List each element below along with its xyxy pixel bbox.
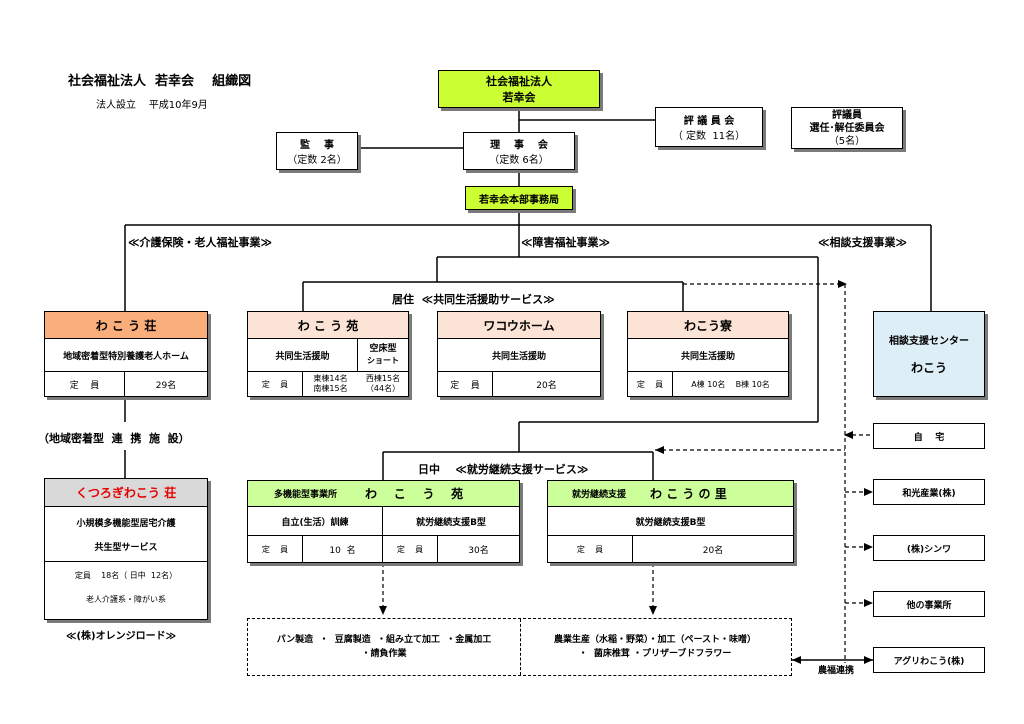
wakoen-card: わ こ う 苑 共同生活援助 空床型 ショート 定 員 東棟14名 南棟15名 … <box>247 311 409 397</box>
consult-center-box: 相談支援センター わこう <box>873 311 985 397</box>
other-office-box: 他の事業所 <box>873 591 985 617</box>
aguri-wako-box: アグリわこう(株) <box>873 647 985 673</box>
cap-east: 東棟14名 <box>313 374 348 383</box>
wako-sangyo-box: 和光産業(株) <box>873 479 985 505</box>
selection-committee-box: 評議員 選任･解任委員会 （5名） <box>791 107 903 149</box>
tanoken-cap-a: 10 名 <box>303 536 383 562</box>
committee-line3: （5名） <box>828 135 866 147</box>
section-consult-label: ≪相談支援事業≫ <box>818 236 908 249</box>
wakoso-cap-value: 29名 <box>155 380 177 391</box>
sato-svc: 就労継続支援B型 <box>548 507 793 536</box>
kutsurogi-target: 老人介護系・障がい系 <box>86 594 166 604</box>
wakoryo-title: わこう寮 <box>628 312 788 339</box>
cap-south: 南棟15名 <box>313 384 348 393</box>
consult-center-line2: わこう <box>910 361 947 375</box>
kutsurogi-card: くつろぎわこう 荘 小規模多機能型居宅介護 共生型サービス 定員 18名（ 日中… <box>44 478 208 620</box>
tanoken-cap-b: 30名 <box>468 545 489 556</box>
board-title: 理 事 会 <box>490 140 548 151</box>
kutsurogi-operator: ≪(株)オレンジロード≫ <box>66 631 177 642</box>
tanoken-svc-b: 就労継続支援B型 <box>383 507 519 536</box>
section-partner-label: （地域密着型 連 携 施 設） <box>38 432 190 445</box>
sato-kind: 就労継続支援 <box>572 490 627 500</box>
kutsurogi-title: くつろぎわこう 荘 <box>45 479 207 507</box>
short-line1: 空床型 <box>369 344 397 354</box>
wakoryo-cap-label: 定 員 <box>628 372 673 396</box>
tanoken-svc-a: 自立(生活）訓練 <box>248 507 383 536</box>
wakohome-service: 共同生活援助 <box>438 339 600 372</box>
sato-name: わ こ う の 里 <box>650 487 727 501</box>
corporation-line2: 若幸会 <box>502 91 536 104</box>
tanoken-name: わ こ う 苑 <box>365 487 464 501</box>
kutsurogi-line2: 共生型サービス <box>94 542 158 553</box>
sato-cap-label: 定 員 <box>548 536 633 562</box>
wakohome-cap-value: 20名 <box>536 380 557 391</box>
home-box: 自 宅 <box>873 423 985 449</box>
council-quota: （ 定数 11名） <box>672 131 746 142</box>
board-quota: （定数 6名） <box>489 155 549 166</box>
kutsurogi-cap: 定員 18名（ 日中 12名） <box>74 570 178 580</box>
wakoen-title: わ こ う 苑 <box>248 312 408 339</box>
work-left-line2: ・請負作業 <box>361 649 407 659</box>
kutsurogi-line1: 小規模多機能型居宅介護 <box>76 518 176 529</box>
tanoken-header: 多機能型事業所 わ こ う 苑 <box>248 481 519 507</box>
wakoen-service: 共同生活援助 <box>248 339 358 372</box>
corporation-box: 社会福祉法人 若幸会 <box>438 70 600 108</box>
wakoen-short-stay: 空床型 ショート <box>358 339 408 372</box>
auditor-title: 監 事 <box>300 140 334 151</box>
wakohome-card: ワコウホーム 共同生活援助 定 員 20名 <box>437 311 601 397</box>
section-residence-label: 居住 ≪共同生活援助サービス≫ <box>392 293 555 306</box>
wakoso-cap-label: 定 員 <box>45 372 125 396</box>
wakoen-cap-label: 定 員 <box>248 372 303 396</box>
wakoso-type: 地域密着型特別養護老人ホーム <box>45 339 207 372</box>
wakoryo-cap-value: A棟 10名 B棟 10名 <box>691 379 770 389</box>
agri-welfare-label: 農福連携 <box>818 663 855 676</box>
established-date: 法人設立 平成10年9月 <box>96 100 208 111</box>
section-disability-label: ≪障害福祉事業≫ <box>521 236 611 249</box>
wakoso-title: わ こ う 荘 <box>45 312 207 339</box>
committee-line1: 評議員 <box>832 109 862 121</box>
cap-total: （44名） <box>365 384 401 393</box>
work-left: パン製造 ・ 豆腐製造 ・組み立て加工 ・金属加工 ・請負作業 <box>248 619 520 675</box>
work-right: 農業生産（水稲・野菜）・加工（ペースト・味噌） ・ 菌床椎茸 ・プリザーブドフラ… <box>520 619 790 675</box>
auditor-quota: （定数 2名） <box>287 155 347 166</box>
work-right-line1: 農業生産（水稲・野菜）・加工（ペースト・味噌） <box>553 635 757 645</box>
tanoken-cap-label-b: 定 員 <box>383 536 438 562</box>
cap-west: 西棟15名 <box>365 374 401 383</box>
tanoken-card: 多機能型事業所 わ こ う 苑 自立(生活）訓練 就労継続支援B型 定 員 10… <box>247 480 520 563</box>
wakoso-card: わ こ う 荘 地域密着型特別養護老人ホーム 定 員 29名 <box>44 311 208 397</box>
work-right-line2: ・ 菌床椎茸 ・プリザーブドフラワー <box>578 649 732 659</box>
tanoken-cap-label-a: 定 員 <box>248 536 303 562</box>
wakoryo-card: わこう寮 共同生活援助 定 員 A棟 10名 B棟 10名 <box>627 311 789 397</box>
corporation-line1: 社会福祉法人 <box>486 75 552 88</box>
tanoken-kind: 多機能型事業所 <box>274 490 338 500</box>
sato-header: 就労継続支援 わ こ う の 里 <box>548 481 793 507</box>
wakohome-cap-label: 定 員 <box>438 372 493 396</box>
shinwa-box: (株)シンワ <box>873 535 985 561</box>
section-care-label: ≪介護保険・老人福祉事業≫ <box>128 236 273 249</box>
wakoryo-service: 共同生活援助 <box>628 339 788 372</box>
work-left-line1: パン製造 ・ 豆腐製造 ・組み立て加工 ・金属加工 <box>276 635 492 645</box>
council-title: 評 議 員 会 <box>683 116 735 127</box>
committee-line2: 選任･解任委員会 <box>809 122 885 134</box>
section-daytime-label: 日中 ≪就労継続支援サービス≫ <box>418 463 589 476</box>
wakoen-cap-right: 西棟15名 （44名） <box>358 372 408 396</box>
consult-center-line1: 相談支援センター <box>889 336 969 347</box>
board-box: 理 事 会 （定数 6名） <box>463 132 575 170</box>
wakoen-cap-left: 東棟14名 南棟15名 <box>303 372 358 396</box>
wakohome-title: ワコウホーム <box>438 312 600 339</box>
sato-card: 就労継続支援 わ こ う の 里 就労継続支援B型 定 員 20名 <box>547 480 794 563</box>
sato-cap: 20名 <box>702 545 724 556</box>
auditor-box: 監 事 （定数 2名） <box>276 132 358 170</box>
page-title: 社会福祉法人 若幸会 組織図 <box>68 74 252 89</box>
short-line2: ショート <box>367 356 399 365</box>
head-office-box: 若幸会本部事務局 <box>465 186 573 210</box>
council-box: 評 議 員 会 （ 定数 11名） <box>655 107 763 147</box>
work-content-box: パン製造 ・ 豆腐製造 ・組み立て加工 ・金属加工 ・請負作業 農業生産（水稲・… <box>247 618 792 676</box>
